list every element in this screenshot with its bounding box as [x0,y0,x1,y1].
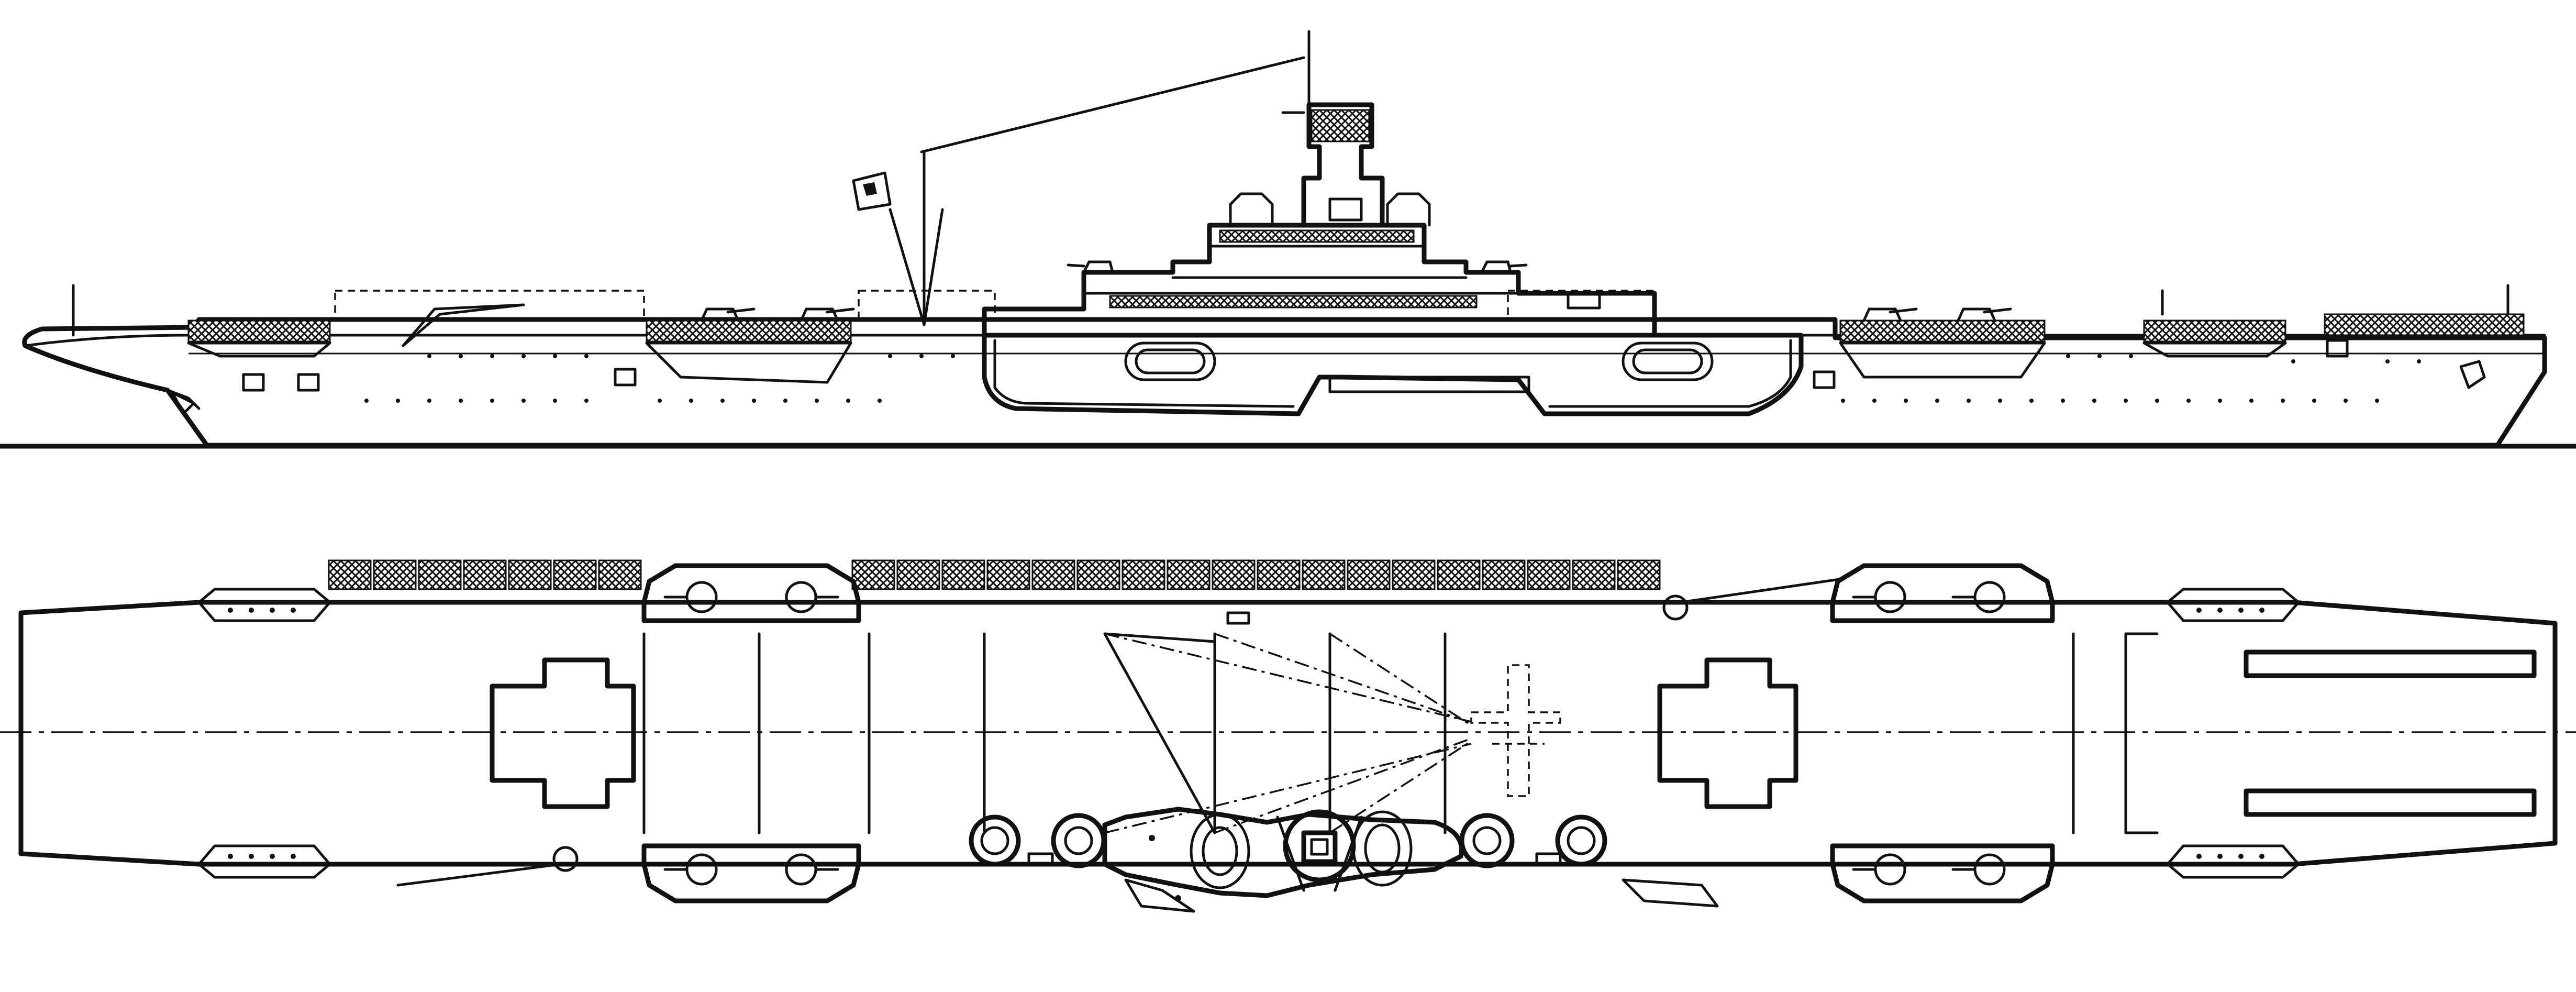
gun-sponson [645,341,852,384]
gallery-platform [2324,313,2525,336]
hull-hatch [242,373,265,392]
side-platform [197,844,331,879]
after-mast [852,150,944,326]
deck-fitting [1535,852,1562,866]
parked-aircraft-outline [334,290,645,321]
hangar-opening [1622,341,1714,381]
flight-deck-outline [18,600,2558,867]
gun-sponson-plan [1830,563,2055,623]
aircraft-elevator [1657,657,1798,809]
launch-guide-lines [1103,632,1472,834]
side-platform [2166,844,2300,879]
gun-mount [1862,307,1918,322]
central-blister [982,333,1804,416]
arrester-wires [642,632,2127,834]
deck-fitting [396,863,562,887]
deck-gallery-racks [328,559,1661,590]
gallery-platform [1839,319,2046,343]
side-platform [2166,588,2300,622]
deck-fitting [1226,611,1250,625]
catapult-track [2244,788,2537,817]
aircraft-elevator [490,657,636,809]
aircraft-silhouette [1470,664,1561,797]
gun-sponson [2142,341,2287,358]
hull-hatch [1813,370,1836,389]
platform-markers [228,608,2264,859]
gun-sponson [187,341,331,358]
blister-panel [1328,376,1530,393]
anchor [171,391,195,415]
side-elevation [0,30,2576,449]
plan-view [0,559,2576,913]
blister-inner-line [993,339,1295,408]
deck-fitting [1679,577,1845,604]
gun-mount [700,307,756,322]
gun-sponson-plan [1830,843,2055,903]
blister-inner-line [1548,339,1792,408]
bow-anchor [2459,360,2486,389]
portholes [364,354,2421,403]
side-platform [197,588,331,622]
gun-sponson [1839,341,2046,379]
hull-hatch [614,368,637,387]
gallery-platform [646,319,852,343]
deck-fitting [1662,594,1689,621]
gun-mount [800,307,855,322]
gun-mount [1957,307,2012,322]
hull-hatch [297,373,320,392]
deck-fitting [552,846,579,872]
island-superstructure [920,30,1657,338]
gun-sponson-plan [641,563,861,623]
catapult-track [2244,649,2537,678]
island-plan [969,807,1719,913]
hangar-opening [1632,348,1703,374]
hull-outline [22,317,2547,448]
gallery-platform [2143,319,2286,343]
hull-hatch [2326,339,2349,358]
hangar-opening [1135,348,1206,374]
parked-aircraft-outline [858,290,996,321]
deck-fitting [1027,852,1054,866]
deck-crane [402,303,525,347]
gallery-platform [187,319,331,343]
gun-sponson-plan [641,843,861,903]
hangar-opening [1124,341,1216,381]
